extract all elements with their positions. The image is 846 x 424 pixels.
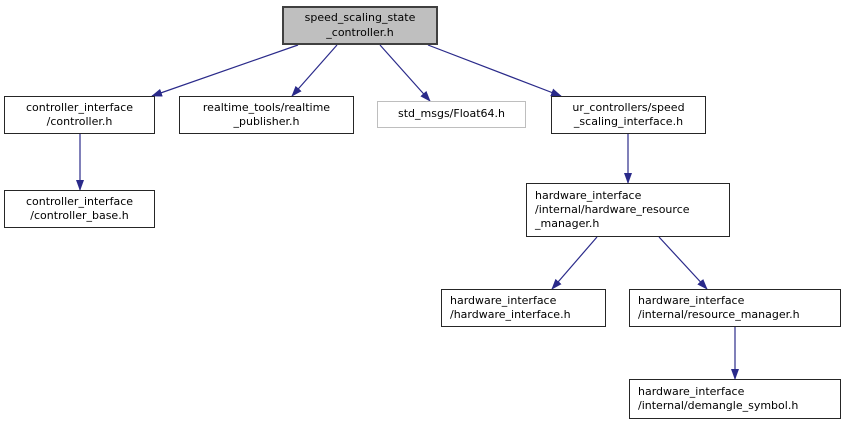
graph-node-ur-controllers-speed-scaling-interface[interactable]: ur_controllers/speed _scaling_interface.… bbox=[551, 96, 706, 134]
graph-node-controller-interface-controller-base[interactable]: controller_interface /controller_base.h bbox=[4, 190, 155, 228]
graph-node-realtime-tools-realtime-publisher[interactable]: realtime_tools/realtime _publisher.h bbox=[179, 96, 354, 134]
edge-root-to-speed-scaling-interface bbox=[427, 44, 562, 97]
graph-node-demangle-symbol[interactable]: hardware_interface /internal/demangle_sy… bbox=[629, 379, 841, 419]
edge-hardware-resource-manager-to-resource-manager bbox=[658, 236, 708, 290]
edge-hardware-resource-manager-to-hardware-interface bbox=[551, 236, 598, 290]
edge-root-to-std-msgs-float64 bbox=[379, 44, 431, 102]
graph-node-hardware-resource-manager[interactable]: hardware_interface /internal/hardware_re… bbox=[526, 183, 730, 237]
edge-root-to-realtime-publisher bbox=[291, 44, 338, 97]
graph-node-controller-interface-controller[interactable]: controller_interface /controller.h bbox=[4, 96, 155, 134]
graph-node-speed-scaling-state-controller: speed_scaling_state _controller.h bbox=[282, 6, 438, 45]
edge-root-to-controller bbox=[151, 44, 299, 97]
graph-node-std-msgs-float64: std_msgs/Float64.h bbox=[377, 101, 526, 128]
graph-node-hardware-interface[interactable]: hardware_interface /hardware_interface.h bbox=[441, 289, 606, 327]
graph-node-resource-manager[interactable]: hardware_interface /internal/resource_ma… bbox=[629, 289, 841, 327]
